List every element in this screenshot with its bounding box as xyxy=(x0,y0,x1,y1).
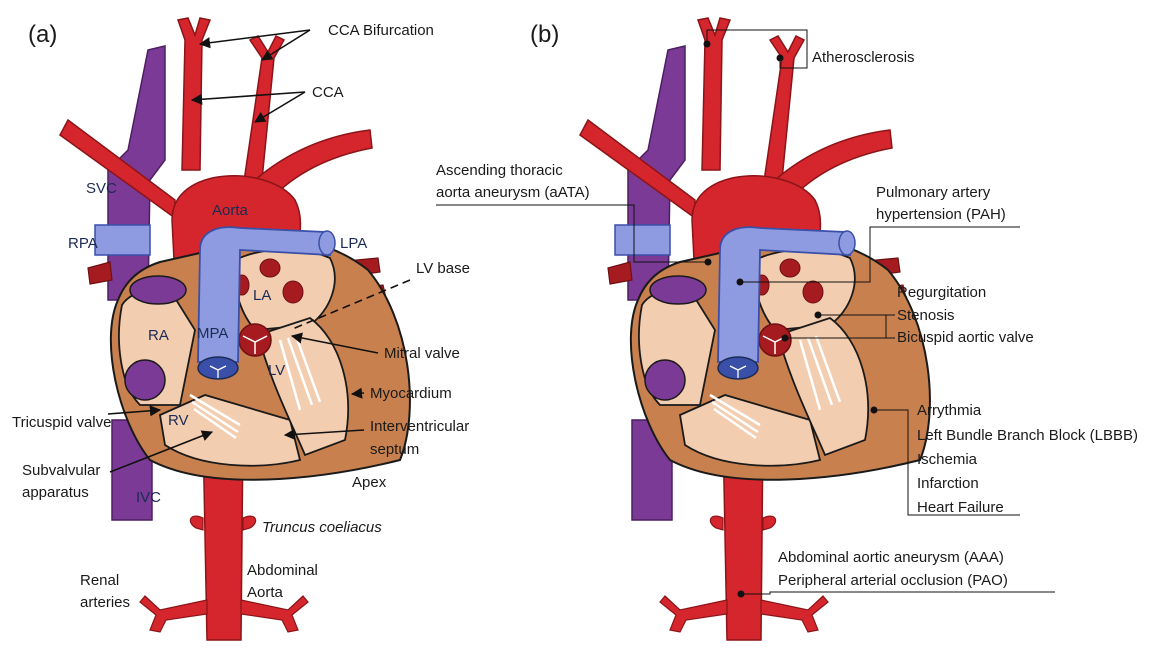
label-svc: SVC xyxy=(86,180,117,197)
label-heart-failure: Heart Failure xyxy=(917,499,1004,516)
label-arrythmia: Arrythmia xyxy=(917,402,982,419)
label-regurgitation: Regurgitation xyxy=(897,284,986,301)
label-mpa: MPA xyxy=(197,325,228,342)
panel-b-label: (b) xyxy=(530,21,559,48)
panel-b: (b) Atherosclerosis Ascending thoracic a… xyxy=(436,18,1138,640)
label-interventricular-1: Interventricular xyxy=(370,418,469,435)
label-subvalvular-1: Subvalvular xyxy=(22,462,100,479)
label-aata-1: Ascending thoracic xyxy=(436,162,563,179)
label-la: LA xyxy=(253,287,271,304)
label-mitral-valve: Mitral valve xyxy=(384,345,460,362)
label-ra: RA xyxy=(148,327,169,344)
label-atherosclerosis: Atherosclerosis xyxy=(812,49,915,66)
label-cca: CCA xyxy=(312,84,344,101)
label-pao: Peripheral arterial occlusion (PAO) xyxy=(778,572,1008,589)
panel-a: (a) CCA Bifurcation CCA SVC Aorta RPA LP… xyxy=(12,18,470,640)
heart-illustration-b xyxy=(580,18,930,640)
label-bicuspid: Bicuspid aortic valve xyxy=(897,329,1034,346)
label-renal-1: Renal xyxy=(80,572,119,589)
label-lpa: LPA xyxy=(340,235,367,252)
label-abdominal-aorta-2: Aorta xyxy=(247,584,284,601)
label-ischemia: Ischemia xyxy=(917,451,978,468)
label-cca-bifurcation: CCA Bifurcation xyxy=(328,22,434,39)
label-infarction: Infarction xyxy=(917,475,979,492)
label-apex: Apex xyxy=(352,474,387,491)
label-rpa: RPA xyxy=(68,235,98,252)
label-lbbb: Left Bundle Branch Block (LBBB) xyxy=(917,427,1138,444)
label-stenosis: Stenosis xyxy=(897,307,955,324)
panel-a-label: (a) xyxy=(28,21,57,48)
label-aorta: Aorta xyxy=(212,202,249,219)
heart-illustration-a xyxy=(60,18,410,640)
label-renal-2: arteries xyxy=(80,594,130,611)
label-ivc: IVC xyxy=(136,489,161,506)
label-tricuspid-valve: Tricuspid valve xyxy=(12,414,111,431)
label-truncus-coeliacus: Truncus coeliacus xyxy=(262,519,382,536)
label-subvalvular-2: apparatus xyxy=(22,484,89,501)
label-aata-2: aorta aneurysm (aATA) xyxy=(436,184,590,201)
label-pah-2: hypertension (PAH) xyxy=(876,206,1006,223)
label-abdominal-aorta-1: Abdominal xyxy=(247,562,318,579)
label-interventricular-2: septum xyxy=(370,441,419,458)
label-myocardium: Myocardium xyxy=(370,385,452,402)
label-aaa: Abdominal aortic aneurysm (AAA) xyxy=(778,549,1004,566)
label-lv: LV xyxy=(268,362,285,379)
label-rv: RV xyxy=(168,412,189,429)
label-lv-base: LV base xyxy=(416,260,470,277)
label-pah-1: Pulmonary artery xyxy=(876,184,991,201)
